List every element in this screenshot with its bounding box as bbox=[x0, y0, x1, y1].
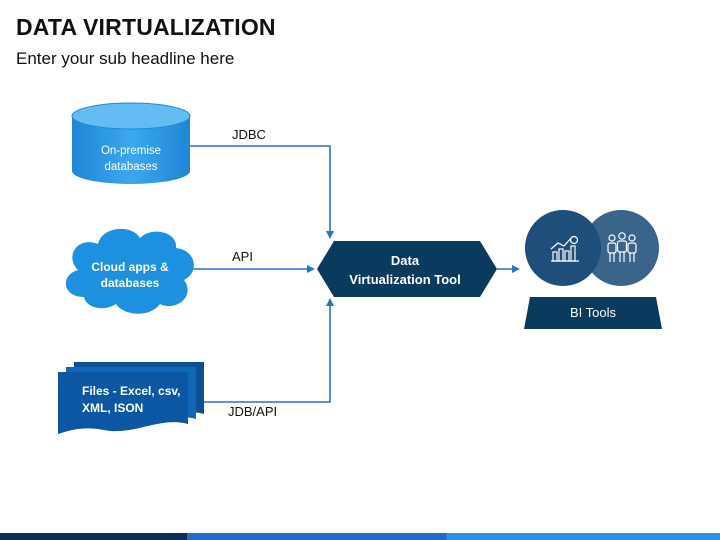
cloud-label-line1: Cloud apps & bbox=[91, 260, 169, 274]
cloud-icon bbox=[65, 228, 194, 314]
label-jdbc: JDBC bbox=[232, 127, 266, 142]
page-title: DATA VIRTUALIZATION bbox=[16, 14, 276, 40]
page-subtitle: Enter your sub headline here bbox=[16, 49, 235, 68]
team-icon bbox=[607, 232, 637, 262]
footer-accent-bar bbox=[0, 533, 720, 540]
hub-label-line1: Data bbox=[391, 253, 420, 268]
documents-icon bbox=[58, 362, 204, 434]
connector-jdb-api bbox=[204, 298, 334, 403]
bi-tools-circles bbox=[525, 210, 659, 286]
growth-chart-icon bbox=[550, 235, 579, 262]
virtualization-tool-node bbox=[317, 241, 497, 297]
files-label-line2: XML, ISON bbox=[82, 401, 143, 415]
files-label-line1: Files - Excel, csv, bbox=[82, 384, 181, 398]
db-label-line1: On-premise bbox=[101, 145, 161, 157]
database-icon bbox=[71, 102, 191, 184]
db-label-line2: databases bbox=[104, 161, 157, 173]
cloud-label-line2: databases bbox=[101, 276, 160, 290]
connector-jdbc bbox=[190, 145, 334, 239]
bi-tools-label-box bbox=[524, 297, 662, 329]
hub-label-line2: Virtualization Tool bbox=[349, 272, 460, 287]
bi-tools-label: BI Tools bbox=[570, 305, 617, 320]
label-jdb-api: JDB/API bbox=[228, 404, 277, 419]
label-api: API bbox=[232, 249, 253, 264]
